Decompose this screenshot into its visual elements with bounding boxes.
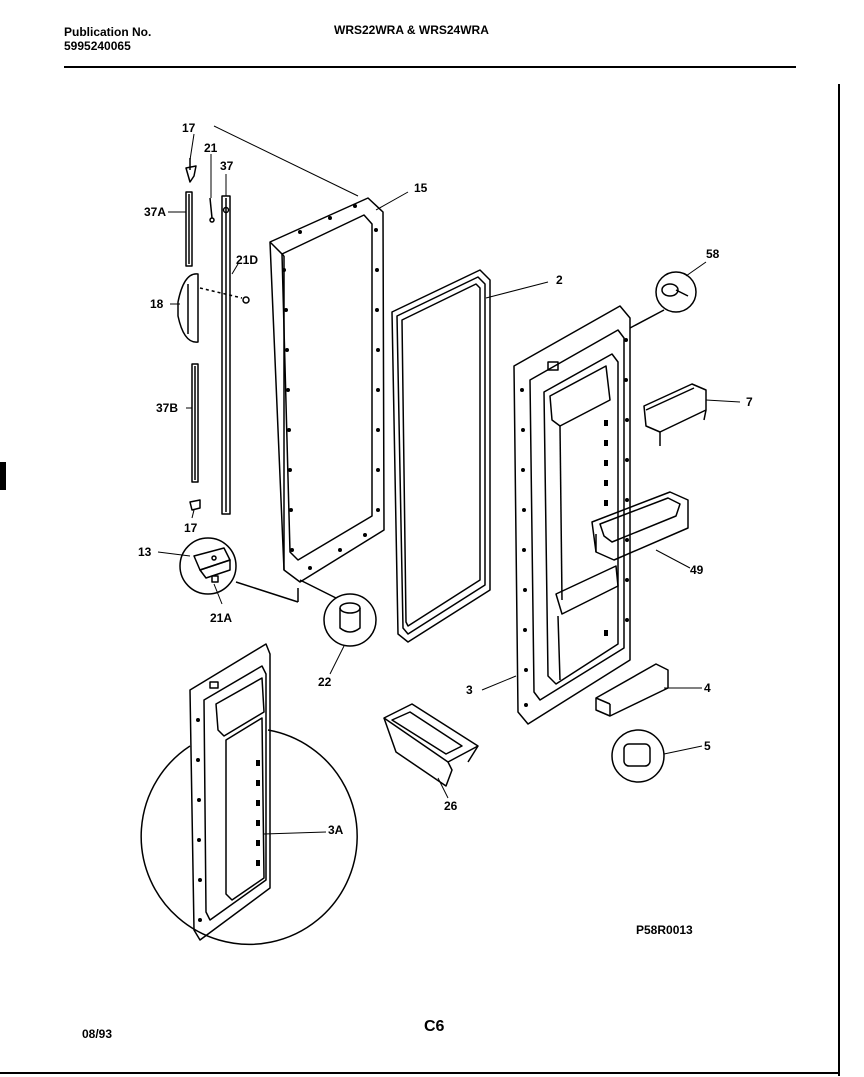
hinge-cup-detail [299,579,377,647]
callout-21: 21 [204,141,218,155]
callout-13: 13 [138,545,152,559]
page-code: C6 [424,1018,445,1035]
callout-labels: 17 21 37 15 37A 21D 58 2 18 7 37B 17 49 … [138,121,753,837]
publication-number: 5995240065 [64,39,131,53]
callout-7: 7 [746,395,753,409]
callout-49: 49 [690,563,704,577]
callout-26: 26 [444,799,458,813]
scan-edge-mark [0,462,6,490]
callout-5: 5 [704,739,711,753]
page-frame-bottom [0,1072,840,1074]
liner-variant-detail [140,643,358,946]
callout-4: 4 [704,681,711,695]
door-gasket [391,269,491,643]
door-bin-large [591,491,689,561]
callout-leaders [157,125,741,835]
ice-bucket [383,703,479,787]
callout-2: 2 [556,273,563,287]
callout-17-bottom: 17 [184,521,198,535]
model-title: WRS22WRA & WRS24WRA [334,23,489,37]
callout-37: 37 [220,159,234,173]
callout-15: 15 [414,181,428,195]
door-bin-small [595,663,669,717]
callout-18: 18 [150,297,164,311]
publication-label: Publication No. [64,25,152,39]
callout-3a: 3A [328,823,344,837]
callout-37b: 37B [156,401,178,415]
door-outer-panel [269,197,385,583]
header-rule [64,66,796,68]
hinge-detail [179,537,299,603]
footer-date: 08/93 [82,1027,113,1041]
door-handle-assembly [177,158,250,515]
callout-3: 3 [466,683,473,697]
callout-21a: 21A [210,611,232,625]
callout-58: 58 [706,247,720,261]
bin-cap-detail [611,729,665,783]
drawing-code: P58R0013 [636,923,693,937]
page-frame-right [838,84,840,1076]
screw-detail [629,271,697,329]
door-inner-liner [513,305,631,725]
callout-22: 22 [318,675,332,689]
callout-17-top: 17 [182,121,196,135]
callout-37a: 37A [144,205,166,219]
callout-21d: 21D [236,253,258,267]
dairy-door [643,383,707,446]
